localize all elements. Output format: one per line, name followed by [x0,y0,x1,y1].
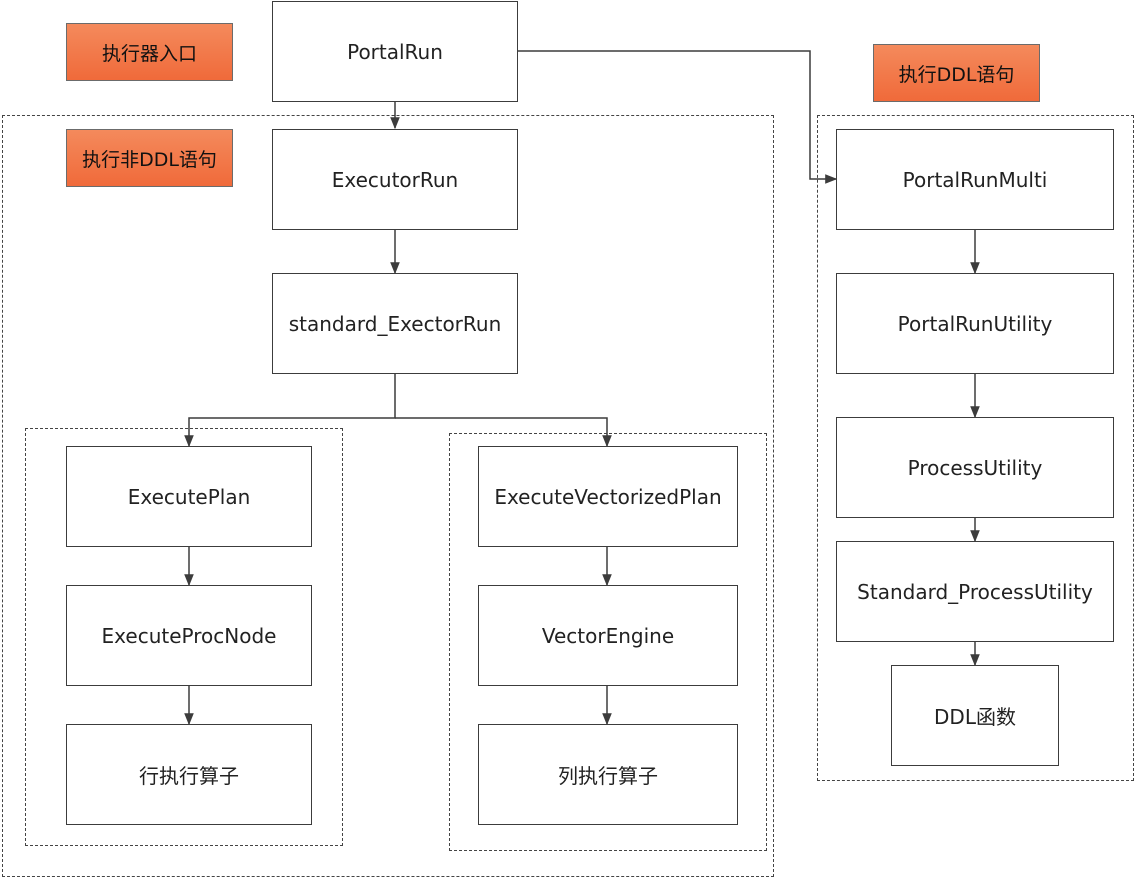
node-ddl-functions: DDL函数 [891,665,1059,766]
node-portal-run-utility: PortalRunUtility [836,273,1114,374]
node-execute-vectorized-plan: ExecuteVectorizedPlan [478,446,738,547]
tag-executor-entry: 执行器入口 [66,23,233,81]
node-executor-run: ExecutorRun [272,129,518,230]
node-portal-run: PortalRun [272,1,518,102]
arrow-portalrun-portalrunmulti [518,50,838,184]
ddl-group [817,115,1134,781]
node-vector-engine: VectorEngine [478,585,738,686]
branch-line-right [395,417,612,448]
node-execute-proc-node: ExecuteProcNode [66,585,312,686]
branch-line [184,374,396,448]
tag-non-ddl-statement: 执行非DDL语句 [66,129,233,187]
node-row-operators: 行执行算子 [66,724,312,825]
node-standard-process-utility: Standard_ProcessUtility [836,541,1114,642]
vector-executor-group [449,433,767,851]
node-execute-plan: ExecutePlan [66,446,312,547]
tag-ddl-statement: 执行DDL语句 [873,44,1040,102]
non-ddl-group [2,115,774,877]
node-process-utility: ProcessUtility [836,417,1114,518]
node-standard-executor-run: standard_ExectorRun [272,273,518,374]
node-column-operators: 列执行算子 [478,724,738,825]
node-portal-run-multi: PortalRunMulti [836,129,1114,230]
row-executor-group [25,428,343,846]
